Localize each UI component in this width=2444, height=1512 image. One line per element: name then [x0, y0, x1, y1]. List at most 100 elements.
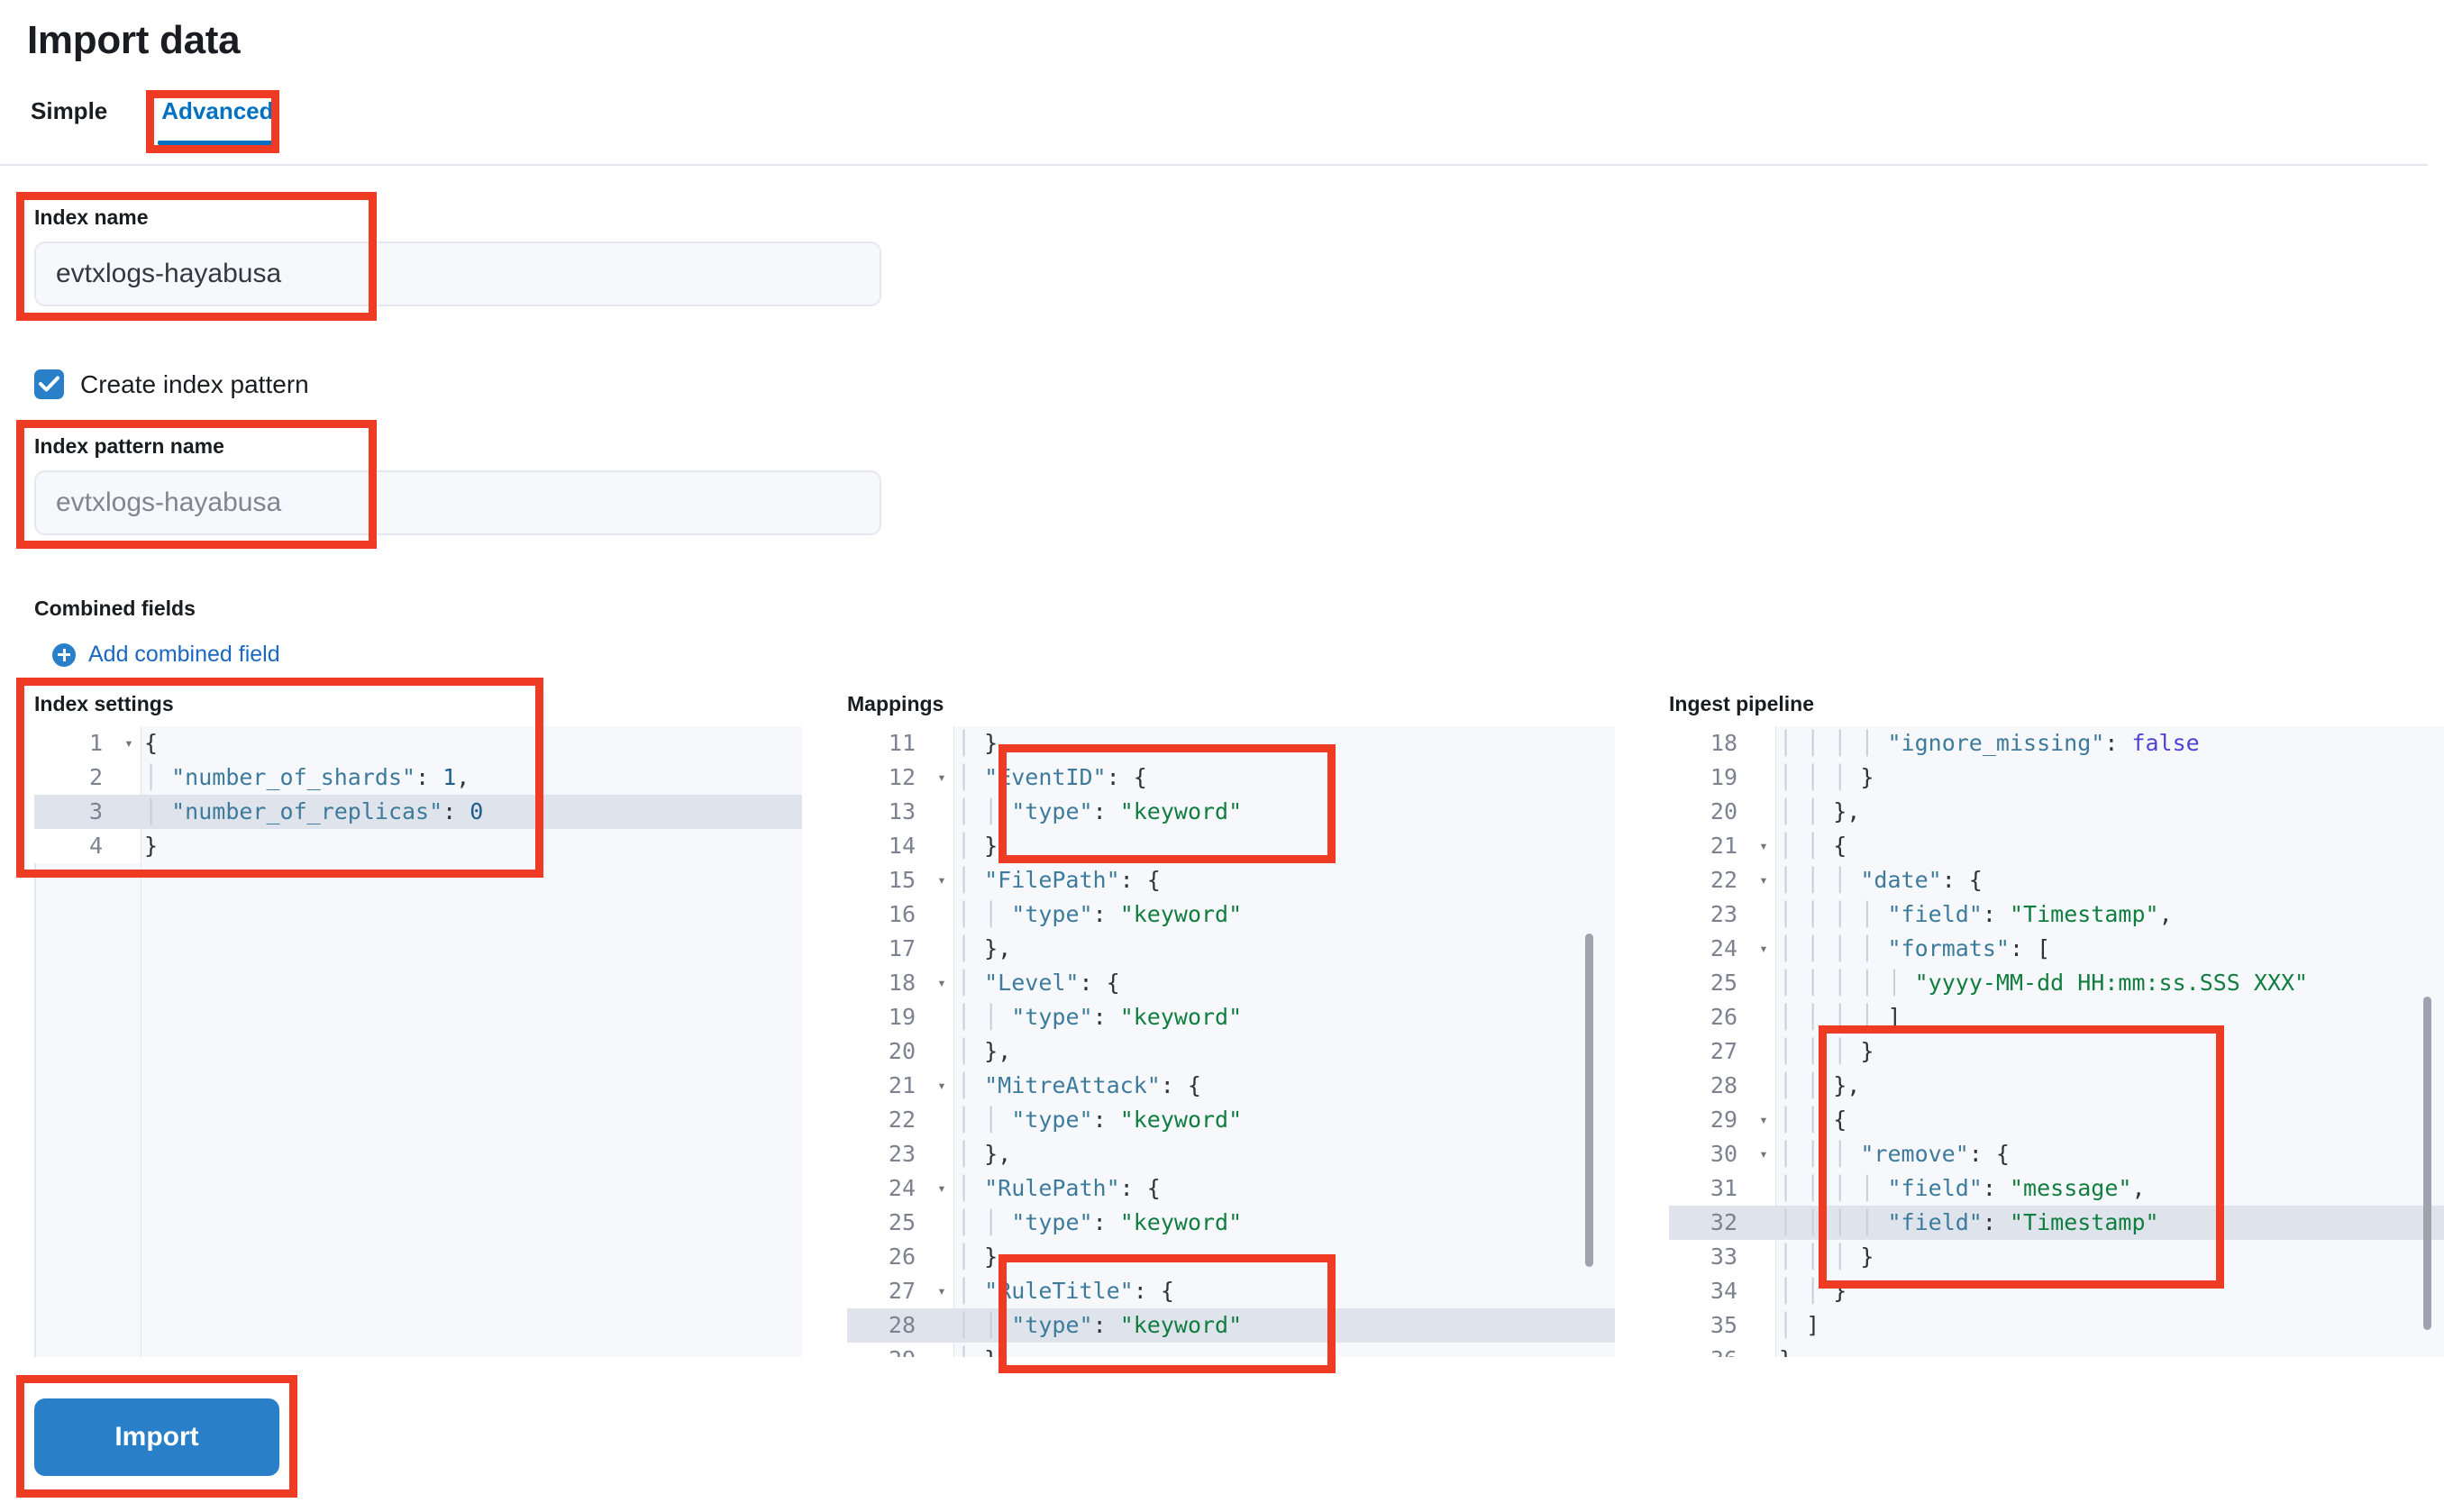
fold-toggle-icon[interactable]: [930, 1137, 953, 1171]
code-line: 36}: [1669, 1343, 2444, 1357]
fold-toggle-icon[interactable]: [930, 1206, 953, 1240]
fold-toggle-icon[interactable]: [1752, 1274, 1775, 1308]
code-line: 14│ },: [847, 829, 1615, 863]
code-text: │ "MitreAttack": {: [957, 1072, 1201, 1098]
fold-toggle-icon[interactable]: ▾: [1752, 932, 1775, 966]
line-number: 33: [1669, 1240, 1752, 1274]
create-index-pattern-row[interactable]: Create index pattern: [34, 369, 309, 399]
ingest-pipeline-scrollbar[interactable]: [2423, 997, 2431, 1330]
fold-toggle-icon[interactable]: [1752, 1308, 1775, 1343]
line-number: 18: [1669, 726, 1752, 761]
code-text: │ │ │ │ │ "yyyy-MM-dd HH:mm:ss.SSS XXX": [1779, 970, 2309, 996]
code-text: │ │ "type": "keyword": [957, 1004, 1243, 1030]
code-line: 24▾│ │ │ │ "formats": [: [1669, 932, 2444, 966]
fold-toggle-icon[interactable]: [1752, 966, 1775, 1000]
code-line: 18│ │ │ │ "ignore_missing": false: [1669, 726, 2444, 761]
fold-toggle-icon[interactable]: [117, 795, 141, 829]
code-line: 13│ │ "type": "keyword": [847, 795, 1615, 829]
fold-toggle-icon[interactable]: ▾: [1752, 1103, 1775, 1137]
fold-toggle-icon[interactable]: [930, 1103, 953, 1137]
fold-toggle-icon[interactable]: [1752, 1069, 1775, 1103]
fold-toggle-icon[interactable]: [930, 932, 953, 966]
code-text: │ },: [957, 1243, 1012, 1270]
line-number: 24: [847, 1171, 930, 1206]
code-text: │ │ "type": "keyword": [957, 901, 1243, 927]
code-text: │ │ │ │ "formats": [: [1779, 935, 2051, 961]
fold-toggle-icon[interactable]: ▾: [930, 1274, 953, 1308]
fold-toggle-icon[interactable]: [930, 897, 953, 932]
line-number: 36: [1669, 1343, 1752, 1357]
line-number: 21: [847, 1069, 930, 1103]
fold-toggle-icon[interactable]: [1752, 726, 1775, 761]
fold-toggle-icon[interactable]: [1752, 1171, 1775, 1206]
code-text: │ │ "type": "keyword": [957, 1107, 1243, 1133]
fold-toggle-icon[interactable]: ▾: [930, 1171, 953, 1206]
fold-toggle-icon[interactable]: [930, 1034, 953, 1069]
mappings-editor[interactable]: 11│ },12▾│ "EventID": {13│ │ "type": "ke…: [847, 726, 1615, 1357]
import-button[interactable]: Import: [34, 1398, 279, 1476]
index-settings-editor[interactable]: 1▾{2│ "number_of_shards": 1,3│ "number_o…: [34, 726, 802, 1357]
line-number: 18: [847, 966, 930, 1000]
code-line: 27▾│ "RuleTitle": {: [847, 1274, 1615, 1308]
fold-toggle-icon[interactable]: ▾: [930, 966, 953, 1000]
line-number: 15: [847, 863, 930, 897]
line-number: 26: [1669, 1000, 1752, 1034]
fold-toggle-icon[interactable]: [930, 1343, 953, 1357]
index-name-input[interactable]: evtxlogs-hayabusa: [34, 241, 881, 306]
code-line: 26│ },: [847, 1240, 1615, 1274]
mappings-scrollbar[interactable]: [1585, 934, 1593, 1267]
fold-toggle-icon[interactable]: [930, 829, 953, 863]
fold-toggle-icon[interactable]: [930, 1308, 953, 1343]
index-pattern-name-input[interactable]: evtxlogs-hayabusa: [34, 470, 881, 535]
line-number: 31: [1669, 1171, 1752, 1206]
fold-toggle-icon[interactable]: [930, 795, 953, 829]
fold-toggle-icon[interactable]: [1752, 1000, 1775, 1034]
line-number: 35: [1669, 1308, 1752, 1343]
code-text: │ ]: [1779, 1312, 1820, 1338]
fold-toggle-icon[interactable]: ▾: [1752, 863, 1775, 897]
code-text: │ │ }: [1779, 1278, 1847, 1304]
code-text: │ │ │ │ "field": "Timestamp": [1779, 1209, 2159, 1235]
code-text: │ │ },: [1779, 798, 1861, 824]
fold-toggle-icon[interactable]: [117, 761, 141, 795]
fold-toggle-icon[interactable]: ▾: [1752, 829, 1775, 863]
fold-toggle-icon[interactable]: ▾: [1752, 1137, 1775, 1171]
fold-toggle-icon[interactable]: [1752, 795, 1775, 829]
index-settings-title: Index settings: [34, 692, 174, 715]
code-line: 25│ │ "type": "keyword": [847, 1206, 1615, 1240]
fold-toggle-icon[interactable]: ▾: [930, 1069, 953, 1103]
fold-toggle-icon[interactable]: [1752, 897, 1775, 932]
fold-toggle-icon[interactable]: [1752, 1206, 1775, 1240]
fold-toggle-icon[interactable]: [930, 726, 953, 761]
fold-toggle-icon[interactable]: [930, 1240, 953, 1274]
code-text: │ "EventID": {: [957, 764, 1147, 790]
fold-toggle-icon[interactable]: [930, 1000, 953, 1034]
fold-toggle-icon[interactable]: [117, 829, 141, 863]
code-line: 33│ │ │ }: [1669, 1240, 2444, 1274]
tab-advanced[interactable]: Advanced: [131, 97, 304, 145]
code-text: │ "RuleTitle": {: [957, 1278, 1174, 1304]
code-line: 24▾│ "RulePath": {: [847, 1171, 1615, 1206]
code-text: │ "number_of_replicas": 0: [144, 798, 484, 824]
check-icon[interactable]: [34, 369, 64, 399]
add-combined-field-button[interactable]: Add combined field: [52, 642, 280, 668]
tab-bar: Simple Advanced: [31, 97, 305, 145]
fold-toggle-icon[interactable]: [1752, 1240, 1775, 1274]
code-text: │ │ │ }: [1779, 1038, 1874, 1064]
line-number: 22: [847, 1103, 930, 1137]
tab-simple[interactable]: Simple: [31, 97, 108, 124]
fold-toggle-icon[interactable]: [1752, 761, 1775, 795]
code-text: │ "FilePath": {: [957, 867, 1161, 893]
fold-toggle-icon[interactable]: [1752, 1034, 1775, 1069]
fold-toggle-icon[interactable]: ▾: [117, 726, 141, 761]
fold-toggle-icon[interactable]: ▾: [930, 863, 953, 897]
fold-toggle-icon[interactable]: ▾: [930, 761, 953, 795]
line-number: 3: [34, 795, 117, 829]
plus-circle-icon: [52, 642, 76, 667]
code-text: │ },: [957, 935, 1012, 961]
code-line: 17│ },: [847, 932, 1615, 966]
fold-toggle-icon[interactable]: [1752, 1343, 1775, 1357]
index-pattern-name-label: Index pattern name: [34, 434, 224, 458]
line-number: 27: [847, 1274, 930, 1308]
